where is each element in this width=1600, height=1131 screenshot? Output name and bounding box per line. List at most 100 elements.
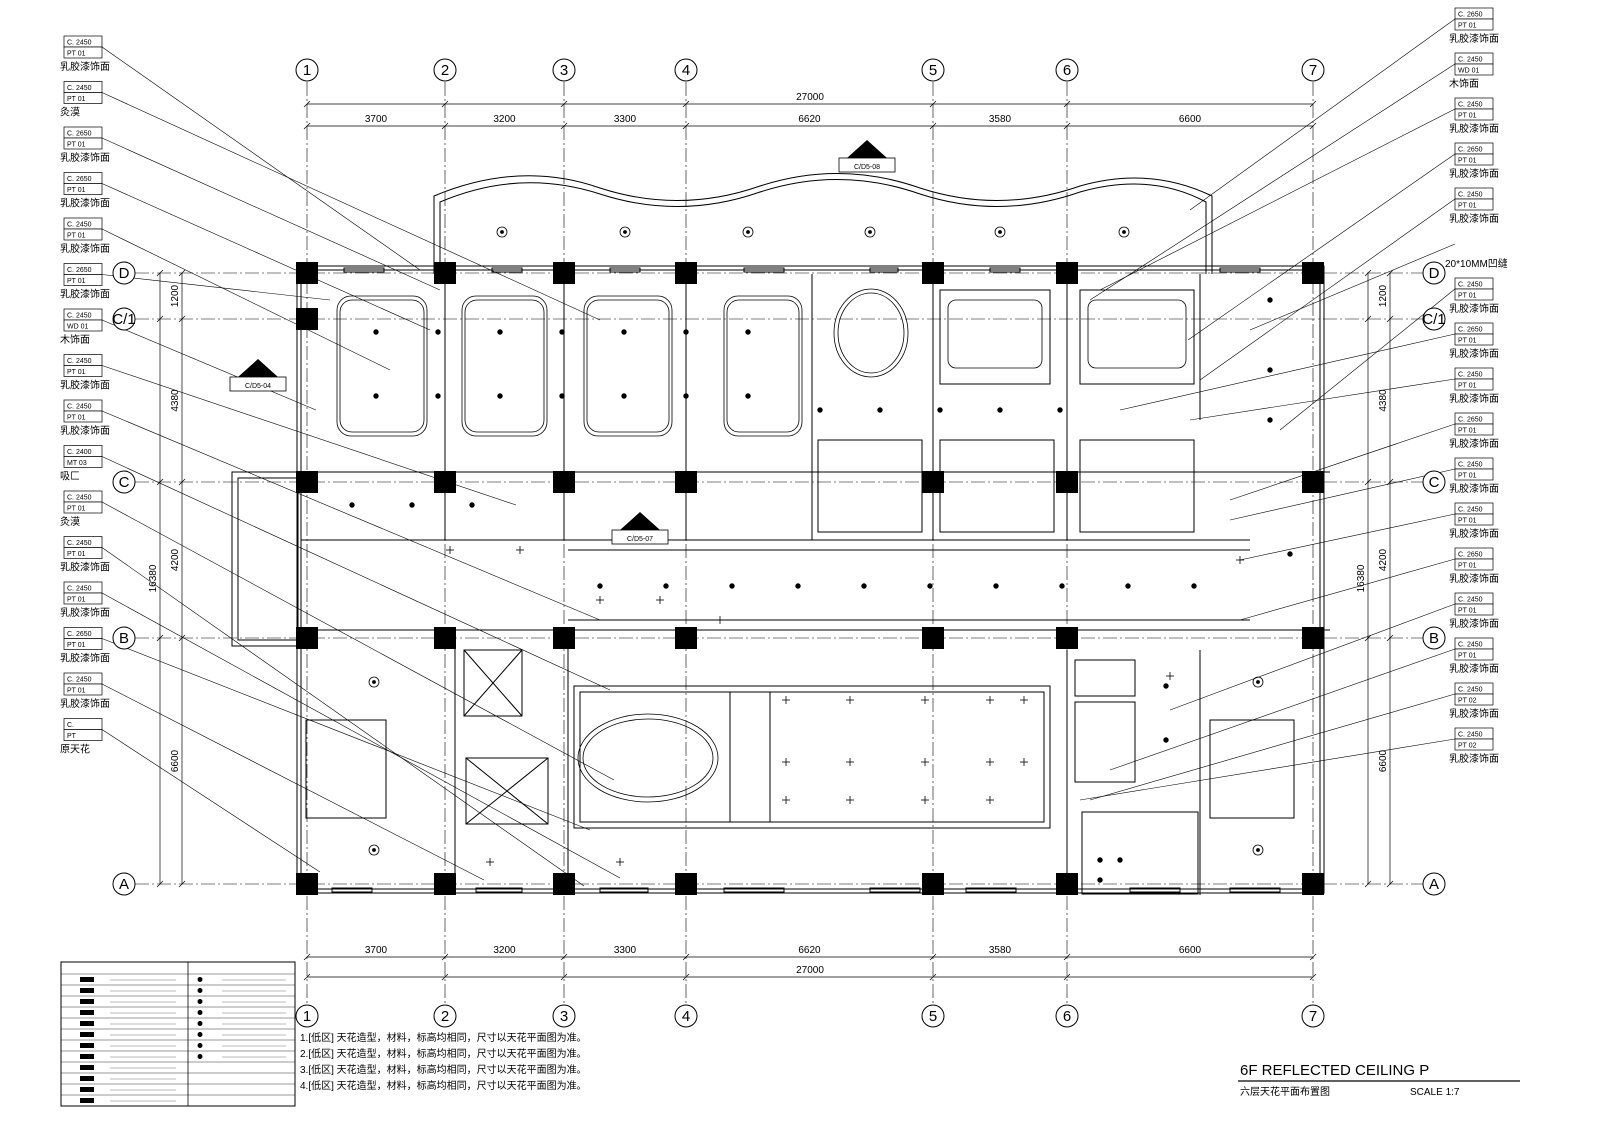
spotlight bbox=[745, 329, 751, 335]
spotlight bbox=[1097, 857, 1103, 863]
grid-column-bottom-label: 3 bbox=[560, 1008, 568, 1025]
window bbox=[331, 887, 373, 893]
grid-column-top-bubble bbox=[433, 58, 457, 82]
left-tag-code: C. 2450 bbox=[67, 586, 92, 593]
grid-column-top-bubble bbox=[921, 58, 945, 82]
spotlight bbox=[373, 393, 379, 399]
left-tag-material-box bbox=[63, 319, 103, 332]
legend-symbol bbox=[80, 1043, 94, 1048]
grid-row-left-label: B bbox=[119, 630, 129, 647]
right-tag-material-box bbox=[1454, 648, 1494, 661]
legend-symbol bbox=[80, 1054, 94, 1059]
left-tag-material: MT 03 bbox=[67, 460, 87, 467]
grid-column-bottom-label: 4 bbox=[682, 1008, 690, 1025]
dimension-lines bbox=[156, 100, 1394, 981]
left-tag-leader bbox=[101, 456, 611, 691]
grid-column-top-label: 4 bbox=[682, 62, 690, 79]
spotlight bbox=[409, 502, 415, 508]
spotlight bbox=[1267, 367, 1273, 373]
column bbox=[1056, 627, 1078, 649]
right-tag-label: 乳胶漆饰面 bbox=[1449, 662, 1499, 675]
right-tag-code: C. 2450 bbox=[1458, 192, 1483, 199]
column bbox=[434, 262, 456, 284]
right-tag-leader bbox=[1119, 333, 1456, 411]
legend-symbol bbox=[197, 1032, 203, 1037]
canopy-outline bbox=[433, 173, 1213, 274]
legend-symbol bbox=[80, 999, 94, 1004]
legend-symbol bbox=[80, 1065, 94, 1070]
spotlight bbox=[861, 583, 867, 589]
left-dim-tick bbox=[178, 269, 186, 277]
top-dim-segment-label: 3700 bbox=[365, 114, 388, 125]
right-tag-label: 20*10MM凹缝 bbox=[1445, 257, 1508, 270]
spotlight bbox=[1117, 857, 1123, 863]
grid-row-left-label: A bbox=[119, 876, 129, 893]
bottom-dim-tick bbox=[1063, 973, 1071, 981]
grid-row-right-label: D bbox=[1429, 265, 1440, 282]
top-dim-tick bbox=[1063, 122, 1071, 130]
top-dim-tick bbox=[929, 100, 937, 108]
right-tag-material: PT 01 bbox=[1458, 383, 1477, 390]
left-tag-leader bbox=[101, 319, 317, 411]
ceiling-cove bbox=[947, 299, 1043, 369]
left-tag-material-box bbox=[63, 46, 103, 59]
structural-columns bbox=[296, 262, 1324, 895]
ceiling-fan-center bbox=[500, 230, 504, 234]
right-tag-material-box bbox=[1454, 558, 1494, 571]
right-dim-tick bbox=[1386, 315, 1394, 323]
spotlight bbox=[993, 583, 999, 589]
grid-column-bottom-label: 2 bbox=[441, 1008, 449, 1025]
room-outline bbox=[817, 439, 923, 533]
bottom-dim-tick bbox=[682, 973, 690, 981]
column bbox=[434, 627, 456, 649]
spotlight bbox=[937, 407, 943, 413]
right-tag-label: 乳胶漆饰面 bbox=[1449, 32, 1499, 45]
left-tag-material-box bbox=[63, 228, 103, 241]
left-tag-material: PT 01 bbox=[67, 642, 86, 649]
ceiling-fan bbox=[619, 226, 631, 238]
left-tag-material: PT 01 bbox=[67, 415, 86, 422]
legend-symbol bbox=[80, 1032, 94, 1037]
right-tag-code: C. 2450 bbox=[1458, 282, 1483, 289]
column bbox=[1056, 873, 1078, 895]
elevator-x bbox=[463, 649, 523, 717]
ceiling-fan bbox=[994, 226, 1006, 238]
left-dim-total-label: 16380 bbox=[148, 564, 159, 592]
ceiling-cove bbox=[723, 295, 803, 437]
spotlight bbox=[663, 583, 669, 589]
grid-row-left-bubble bbox=[112, 470, 136, 494]
bottom-dim-tick bbox=[929, 953, 937, 961]
left-tag-leader bbox=[101, 92, 601, 321]
right-tag-leader bbox=[1099, 108, 1456, 291]
right-tag-code: C. 2450 bbox=[1458, 687, 1483, 694]
top-dim-segment-label: 3200 bbox=[493, 114, 516, 125]
right-tag-leader bbox=[1229, 423, 1456, 501]
spotlight bbox=[435, 329, 441, 335]
room-outline bbox=[939, 439, 1055, 533]
column bbox=[675, 262, 697, 284]
left-tag-label: 灸漠 bbox=[60, 106, 80, 119]
legend-symbol bbox=[197, 999, 203, 1004]
column bbox=[1056, 262, 1078, 284]
section-marker-box bbox=[229, 376, 287, 392]
room-outline bbox=[1209, 719, 1295, 819]
legend-symbol bbox=[197, 1010, 203, 1015]
left-tag-code: C. 2400 bbox=[67, 449, 92, 456]
grid-column-bottom-bubble bbox=[1055, 1004, 1079, 1028]
legend-symbol bbox=[197, 988, 203, 993]
right-tag-label: 乳胶漆饰面 bbox=[1449, 122, 1499, 135]
drawing-title-en: 6F REFLECTED CEILING P bbox=[1240, 1062, 1429, 1079]
right-dim-tick bbox=[1364, 269, 1372, 277]
left-tag-material: PT 01 bbox=[67, 51, 86, 58]
left-tag-label: 乳胶漆饰面 bbox=[60, 424, 110, 437]
window bbox=[989, 267, 1021, 273]
window bbox=[1219, 267, 1261, 273]
left-tag-code: C. 2450 bbox=[67, 540, 92, 547]
top-dim-tick bbox=[560, 122, 568, 130]
grid-row-right-bubble bbox=[1422, 626, 1446, 650]
grid-column-bottom-bubble bbox=[433, 1004, 457, 1028]
left-tag-material: PT 01 bbox=[67, 187, 86, 194]
ceiling-fan bbox=[1118, 226, 1130, 238]
left-tag-code: C. bbox=[67, 722, 74, 729]
oval-ceiling bbox=[833, 288, 909, 378]
